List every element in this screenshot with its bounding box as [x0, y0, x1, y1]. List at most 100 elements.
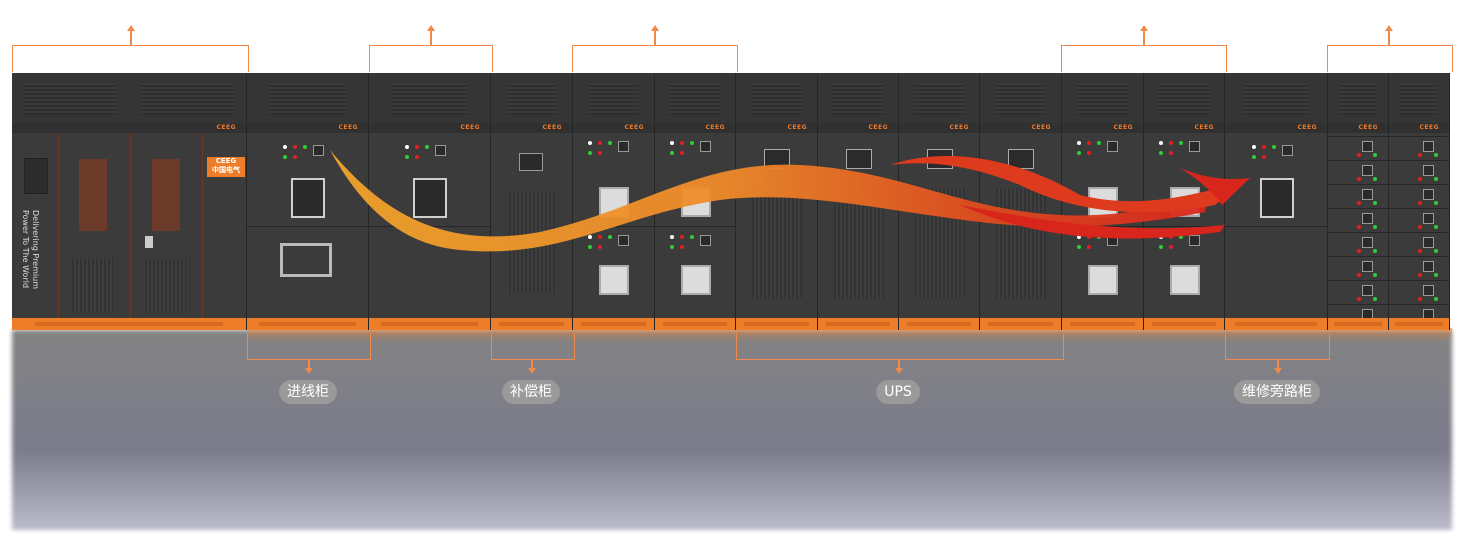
indicator-light — [690, 235, 694, 239]
ups-display — [846, 149, 872, 169]
cabinet-base — [1389, 318, 1449, 330]
viewing-window — [79, 159, 107, 231]
top-bracket — [572, 45, 738, 72]
indicator-light — [293, 155, 297, 159]
vent — [996, 188, 1046, 298]
bottom-bracket — [247, 333, 371, 360]
cabinet-base — [1062, 318, 1143, 330]
indicator-light — [1356, 201, 1361, 205]
vent — [752, 188, 802, 298]
vent-grill — [1243, 83, 1309, 115]
indicator-light — [1169, 235, 1173, 239]
indicator-light — [1159, 151, 1163, 155]
indicator-light — [1077, 245, 1081, 249]
indicator-light — [680, 151, 684, 155]
header-strip — [1144, 123, 1224, 133]
indicator-light — [1077, 235, 1081, 239]
indicator-light — [1169, 141, 1173, 145]
logo-en: CEEG — [215, 157, 237, 165]
indicator-light — [608, 141, 612, 145]
header-strip — [1225, 123, 1327, 133]
cabinet-drawer: CEEG — [1328, 73, 1389, 330]
breaker — [1088, 265, 1118, 295]
top-bracket — [1061, 45, 1227, 72]
indicator-light — [283, 145, 287, 149]
vent-grill — [587, 83, 640, 115]
air-circuit-breaker — [291, 178, 325, 218]
cabinet-base — [1144, 318, 1224, 330]
drawer-divider — [1389, 208, 1449, 209]
drawer-meter — [1361, 165, 1373, 176]
indicator-light — [1087, 245, 1091, 249]
indicator-light — [1417, 201, 1422, 205]
cabinet-base — [12, 318, 246, 330]
header-strip — [12, 123, 246, 133]
control-panel — [24, 158, 48, 194]
floor-reflection — [12, 330, 1452, 530]
header-strip — [1062, 123, 1143, 133]
vent-grill — [913, 83, 965, 115]
drawer-divider — [1328, 232, 1388, 233]
brand-mark: CEEG — [216, 124, 236, 131]
drawer-divider — [1328, 184, 1388, 185]
air-circuit-breaker — [413, 178, 447, 218]
vent-grill — [750, 83, 803, 115]
vent-grill — [140, 83, 235, 115]
meter — [700, 235, 711, 246]
meter — [1189, 141, 1200, 152]
drawer-divider — [1328, 208, 1388, 209]
indicator-light — [1372, 249, 1377, 253]
label-bypass-cabinet: 维修旁路柜 — [1234, 380, 1320, 404]
meter — [1281, 145, 1293, 156]
top-bracket — [1327, 45, 1453, 72]
header-strip — [655, 123, 735, 133]
indicator-light — [1433, 177, 1438, 181]
indicator-light — [405, 155, 409, 159]
cabinet-bypass: CEEG — [1225, 73, 1328, 330]
indicator-light — [670, 245, 674, 249]
drawer-meter — [1361, 285, 1373, 296]
flow-band-main — [330, 150, 1210, 252]
cabinet-base — [818, 318, 898, 330]
indicator-light — [1433, 225, 1438, 229]
header-strip — [369, 123, 490, 133]
header-strip — [491, 123, 572, 133]
drawer-meter — [1422, 213, 1434, 224]
indicator-light — [1433, 249, 1438, 253]
drawer-meter — [1361, 261, 1373, 272]
indicator-light — [1417, 273, 1422, 277]
brand-mark: CEEG — [1419, 124, 1439, 131]
brand-mark: CEEG — [1358, 124, 1378, 131]
door-seam — [58, 133, 59, 318]
drawer-divider — [1389, 256, 1449, 257]
vent-grill — [23, 83, 118, 115]
indicator-light — [415, 155, 419, 159]
meter — [700, 141, 711, 152]
vent — [72, 258, 117, 313]
arrow-up-icon — [1385, 25, 1393, 31]
indicator-light — [588, 235, 592, 239]
panel-divider — [1225, 226, 1327, 227]
label-compensation-cabinet: 补偿柜 — [502, 380, 560, 404]
panel-divider — [247, 226, 368, 227]
meter — [435, 145, 446, 156]
header-strip — [247, 123, 368, 133]
flow-band-lower — [960, 205, 1225, 239]
breaker — [599, 265, 629, 295]
drawer-meter — [1422, 165, 1434, 176]
brand-mark: CEEG — [1297, 124, 1317, 131]
cabinet-base — [247, 318, 368, 330]
indicator-light — [1087, 151, 1091, 155]
indicator-light — [1417, 225, 1422, 229]
arrow-head — [1180, 168, 1250, 205]
meter — [618, 141, 629, 152]
indicator-light — [1356, 177, 1361, 181]
drawer-meter — [1422, 261, 1434, 272]
indicator-light — [1356, 249, 1361, 253]
indicator-light — [680, 141, 684, 145]
indicator-light — [598, 235, 602, 239]
indicator-light — [1372, 201, 1377, 205]
arrow-up-icon — [651, 25, 659, 31]
arrow-up-icon — [127, 25, 135, 31]
vent — [145, 258, 190, 313]
